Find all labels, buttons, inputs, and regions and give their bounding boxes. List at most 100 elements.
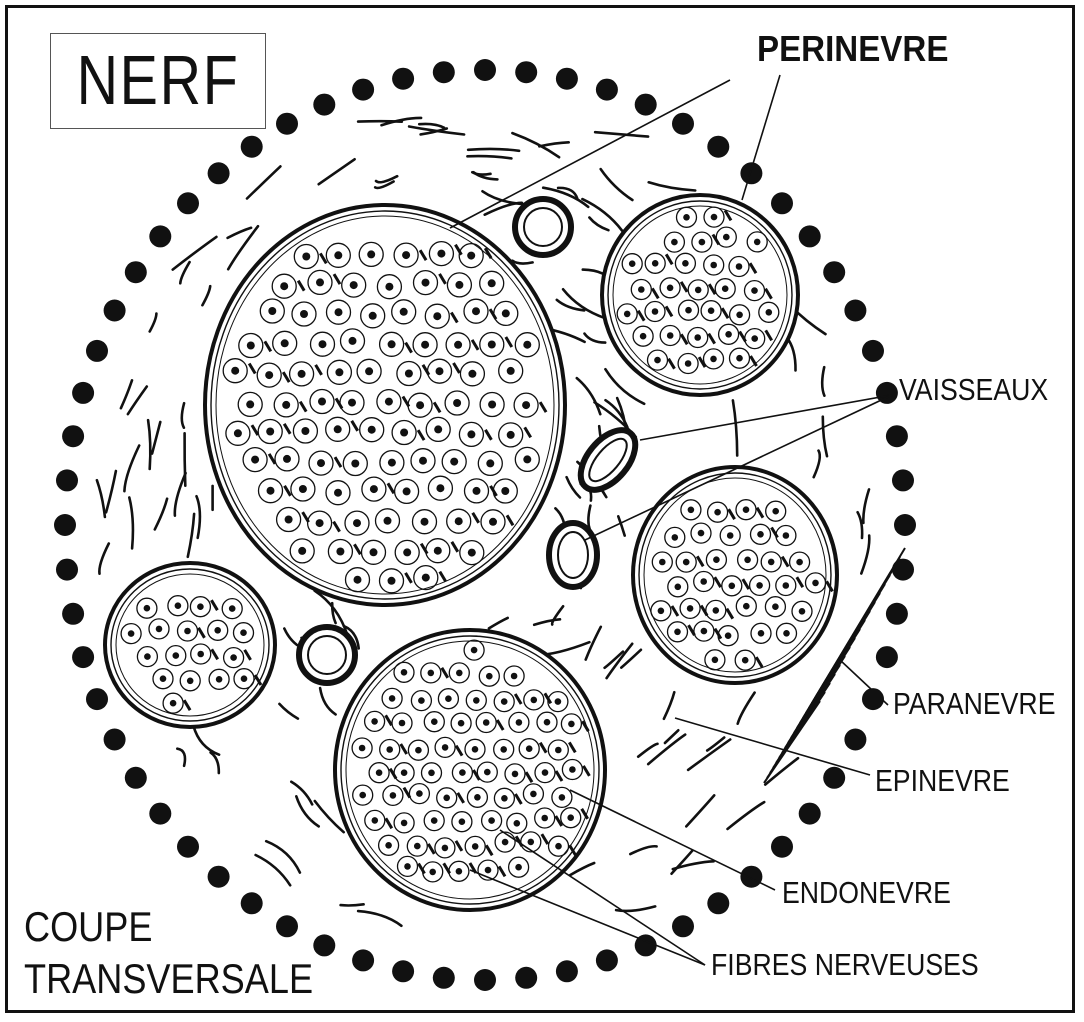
nerve-fiber-axon	[501, 309, 510, 318]
nerve-fiber-axon	[353, 519, 361, 528]
epineurium-fiber	[568, 861, 596, 877]
blood-vessel	[296, 624, 358, 686]
label-vaisseaux: VAISSEAUX	[899, 372, 1049, 407]
nerve-fiber-axon	[414, 842, 421, 850]
nerve-fiber	[650, 600, 672, 622]
endoneurium-mark	[495, 719, 505, 731]
nerve-fiber	[207, 619, 229, 641]
nerve-fiber-axon	[467, 548, 476, 557]
epineurium-fiber	[860, 534, 871, 575]
nerve-fiber	[152, 668, 174, 690]
nerve-fiber	[167, 595, 189, 617]
nerve-fiber-axon	[369, 548, 378, 557]
paraneurium-dot	[798, 225, 821, 248]
endoneurium-mark	[210, 648, 219, 661]
endoneurium-mark	[723, 209, 733, 222]
endoneurium-mark	[514, 793, 523, 805]
epineurium-fiber	[599, 167, 634, 202]
nerve-fiber	[176, 620, 199, 642]
nerve-fiber-axon	[467, 251, 476, 260]
nerve-fiber	[233, 668, 255, 690]
nerve-fiber	[646, 349, 669, 371]
endoneurium-mark	[417, 862, 426, 875]
paraneurium-dot	[634, 93, 657, 116]
nerve-fiber-axon	[454, 340, 463, 349]
nerve-fiber-axon	[398, 719, 406, 727]
epineurium-fiber	[731, 399, 739, 457]
nerve-fiber	[238, 332, 264, 359]
nerve-fiber	[391, 712, 413, 734]
nerve-fiber-axon	[721, 285, 729, 293]
paraneurium-dot	[392, 960, 415, 983]
nerve-fiber	[746, 231, 768, 253]
paraneurium-dot	[707, 892, 730, 915]
endoneurium-mark	[456, 792, 465, 804]
nerve-fiber-axon	[455, 868, 463, 875]
paraneurium-hatching	[763, 547, 906, 784]
nerve-fiber-axon	[302, 252, 311, 261]
endoneurium-mark	[296, 279, 306, 292]
nerve-fiber-axon	[474, 794, 481, 801]
nerve-fiber	[791, 600, 813, 622]
nerve-fiber-axon	[387, 340, 396, 349]
nerve-fiber-axon	[757, 531, 764, 538]
nerve-fiber	[514, 332, 540, 358]
nerve-fiber	[391, 299, 417, 325]
epineurium-fiber	[646, 733, 687, 766]
epineurium-fiber	[295, 795, 320, 828]
nerve-fiber	[690, 522, 712, 544]
nerve-fiber-axon	[367, 250, 376, 259]
nerve-fiber	[675, 206, 698, 228]
epineurium-fiber	[584, 625, 603, 661]
paraneurium-dot	[177, 835, 199, 858]
nerve-fiber	[504, 763, 526, 785]
nerve-fiber	[735, 499, 757, 521]
endoneurium-mark	[332, 273, 342, 285]
endoneurium-mark	[197, 627, 206, 639]
endoneurium-mark	[350, 420, 359, 432]
nerve-fiber-axon	[301, 427, 310, 435]
nerve-fiber	[379, 738, 401, 761]
nerve-fiber-axon	[430, 817, 438, 824]
nerve-fiber-axon	[421, 340, 430, 349]
paraneurium-dot	[595, 78, 618, 101]
nerve-fiber	[423, 809, 445, 832]
perineurium-inner-outline	[110, 568, 270, 722]
nerve-fiber	[664, 526, 686, 549]
epineurium-fiber	[856, 510, 864, 540]
nerve-fiber	[208, 668, 230, 690]
nerve-fiber	[743, 279, 766, 302]
nerve-fiber	[424, 303, 450, 329]
nerve-fiber	[232, 622, 255, 644]
nerve-fiber-axon	[383, 516, 392, 525]
nerve-fiber-axon	[489, 517, 497, 526]
nerve-fiber	[376, 274, 403, 300]
nerve-fiber	[393, 661, 415, 683]
nerve-fiber	[706, 501, 729, 523]
endoneurium-mark	[749, 355, 758, 367]
nerve-fiber	[444, 390, 470, 416]
nerve-fiber	[703, 206, 725, 228]
nerve-fiber	[292, 418, 319, 444]
paraneurium-dot	[392, 67, 415, 90]
blood-vessels	[296, 196, 639, 686]
nerve-fiber	[450, 712, 472, 734]
endoneurium-mark	[438, 570, 448, 583]
blood-vessel	[577, 427, 639, 493]
paraneurium-dot	[892, 558, 914, 581]
nerve-fiber-axon	[757, 630, 765, 637]
caption-line-1: COUPE	[24, 903, 153, 950]
nerve-fiber	[327, 538, 354, 565]
nerve-fiber	[717, 625, 739, 647]
epineurium-fiber	[575, 376, 602, 416]
nerve-fiber-axon	[228, 605, 236, 612]
endoneurium-mark	[454, 744, 464, 757]
nerve-fiber	[621, 253, 643, 275]
nerve-fiber-axon	[486, 672, 493, 680]
nerve-fiber-axon	[713, 556, 720, 563]
perineurium-inner-outline	[612, 205, 788, 385]
nerve-fiber	[420, 662, 442, 684]
nerve-fiber-axon	[742, 506, 750, 513]
nerve-fiber	[560, 713, 583, 735]
nerve-fiber-axon	[484, 768, 491, 776]
